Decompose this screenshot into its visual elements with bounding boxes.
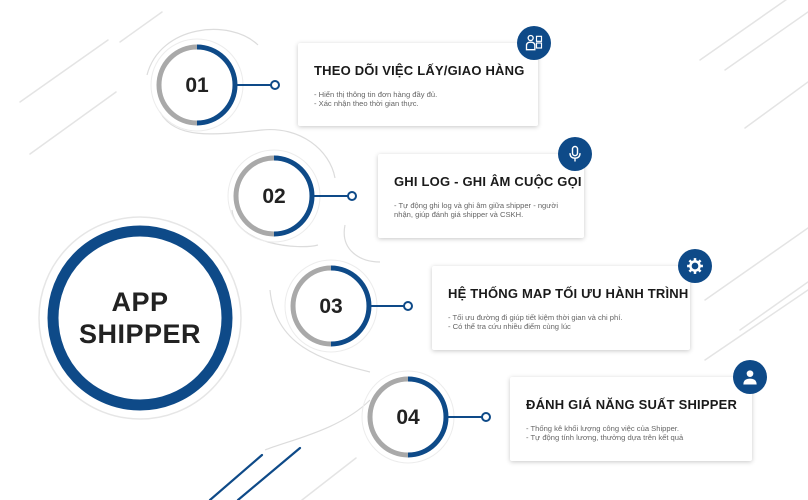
flow-curves	[146, 28, 381, 451]
step-connector-dot	[481, 412, 491, 422]
app-circle	[38, 216, 242, 420]
step-description: - Tự động ghi log và ghi âm giữa shipper…	[394, 201, 572, 220]
app-title-line1: APP	[111, 287, 169, 317]
step-card: HỆ THỐNG MAP TỐI ƯU HÀNH TRÌNH - Tối ưu …	[432, 266, 690, 350]
step-detail: - Thống kê khối lượng công việc của Ship…	[526, 424, 680, 433]
user-icon	[733, 360, 767, 394]
step-description: - Thống kê khối lượng công việc của Ship…	[526, 424, 711, 443]
step-connector-dot	[403, 301, 413, 311]
step-number: 04	[396, 406, 420, 429]
step-number: 01	[185, 74, 209, 97]
step-detail: - Tối ưu đường đi giúp tiết kiệm thời gi…	[448, 313, 623, 322]
step-number: 02	[262, 185, 286, 208]
step-title: GHI LOG - GHI ÂM CUỘC GỌI	[394, 174, 582, 189]
step-ring-gray-arc	[290, 265, 332, 347]
step-ring-gray-arc	[367, 376, 409, 458]
step-description: - Hiển thị thông tin đơn hàng đầy đủ. - …	[314, 90, 526, 109]
step-ring-gray-arc	[156, 44, 198, 126]
step-connector-dot	[347, 191, 357, 201]
step-detail: - Tự động tính lương, thưởng dựa trên kế…	[526, 433, 684, 443]
step-detail: - Có thể tra cứu nhiều điểm cùng lúc	[448, 322, 571, 332]
step-detail: - Tự động ghi log và ghi âm giữa shipper…	[394, 201, 559, 220]
step-title: ĐÁNH GIÁ NĂNG SUẤT SHIPPER	[526, 397, 738, 412]
step-card: ĐÁNH GIÁ NĂNG SUẤT SHIPPER - Thống kê kh…	[510, 377, 752, 461]
step-detail: - Hiển thị thông tin đơn hàng đầy đủ.	[314, 90, 438, 99]
step-description: - Tối ưu đường đi giúp tiết kiệm thời gi…	[448, 313, 633, 332]
step-detail: - Xác nhận theo thời gian thực.	[314, 99, 419, 109]
step-title: HỆ THỐNG MAP TỐI ƯU HÀNH TRÌNH	[448, 286, 689, 301]
app-title-line2: SHIPPER	[78, 319, 202, 349]
step-connector-dot	[270, 80, 280, 90]
app-title: APP SHIPPER	[60, 286, 220, 350]
microphone-icon	[558, 137, 592, 171]
step-title: THEO DÕI VIỆC LẤY/GIAO HÀNG	[314, 63, 525, 78]
step-rings	[150, 38, 491, 464]
step-card: GHI LOG - GHI ÂM CUỘC GỌI - Tự động ghi …	[378, 154, 584, 238]
step-ring-gray-arc	[233, 155, 275, 237]
shipper-tracking-icon	[517, 26, 551, 60]
decorative-diagonal-lines	[19, 0, 808, 500]
step-card: THEO DÕI VIỆC LẤY/GIAO HÀNG - Hiển thị t…	[298, 43, 538, 126]
step-number: 03	[319, 295, 343, 318]
gear-icon	[678, 249, 712, 283]
